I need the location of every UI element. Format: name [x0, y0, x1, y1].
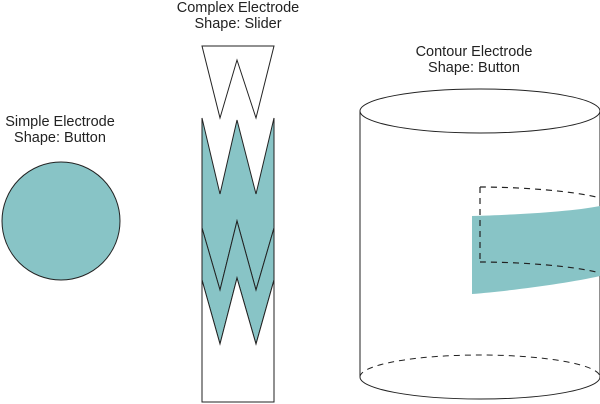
- slider-bottom-segment: [201, 276, 275, 403]
- complex-electrode-caption: Complex Electrode Shape: Slider: [158, 0, 318, 32]
- complex-electrode-shape: Shape: Slider: [194, 16, 282, 32]
- cylinder-bottom-hidden-rim: [359, 354, 600, 378]
- slider-top-segment: [201, 45, 275, 120]
- complex-electrode-title: Complex Electrode: [176, 0, 300, 16]
- contour-pad-hidden-edge: [479, 186, 600, 274]
- cylinder-body: [359, 111, 600, 400]
- cylinder-top-rim: [359, 88, 600, 134]
- contour-pad: [472, 206, 600, 294]
- simple-electrode-shape: Shape: Button: [14, 130, 106, 146]
- complex-electrode-slider: [201, 45, 275, 403]
- simple-electrode-caption: Simple Electrode Shape: Button: [0, 114, 120, 146]
- simple-electrode-circle: [1, 161, 121, 281]
- contour-electrode-shape: Shape: Button: [428, 60, 520, 76]
- simple-electrode-title: Simple Electrode: [5, 114, 115, 130]
- contour-electrode-caption: Contour Electrode Shape: Button: [394, 44, 554, 76]
- contour-electrode-cylinder: [359, 88, 600, 400]
- contour-electrode-title: Contour Electrode: [415, 44, 533, 60]
